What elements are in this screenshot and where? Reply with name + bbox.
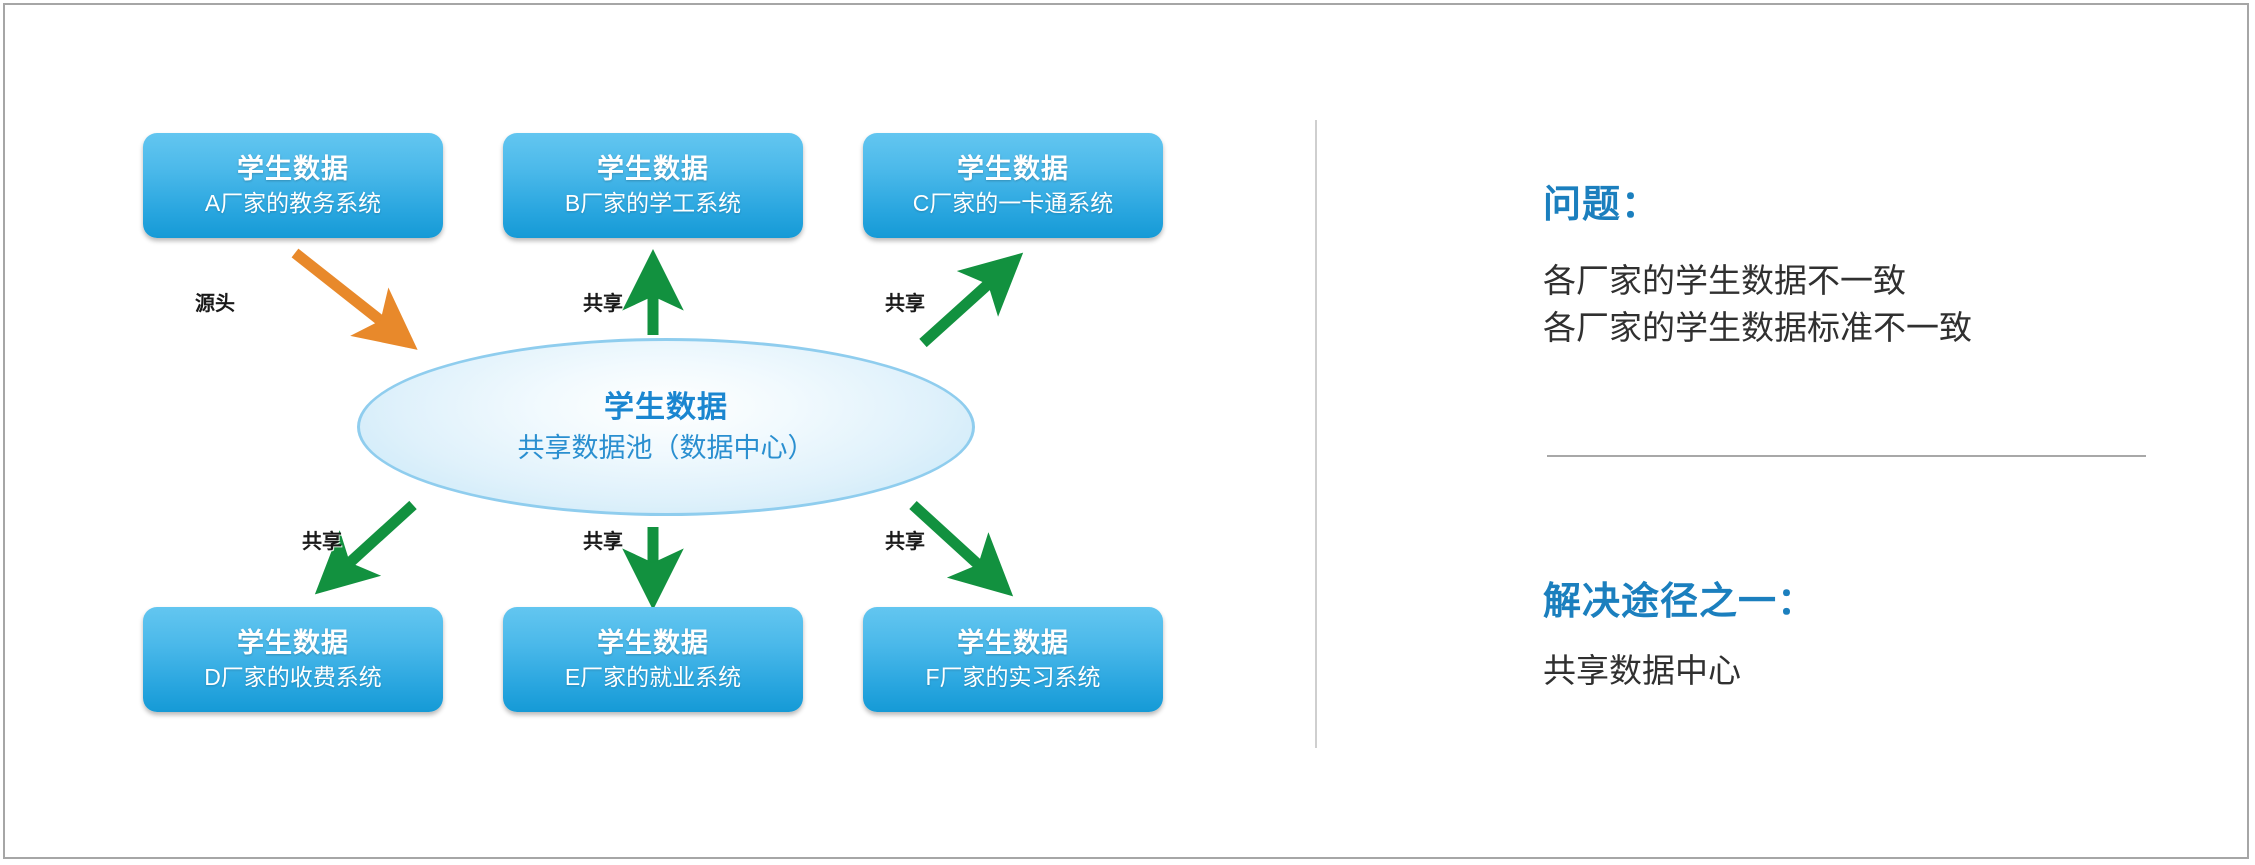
arrow-label-source-a: 源头 xyxy=(195,293,235,315)
arrow-label-share-b: 共享 xyxy=(583,293,623,315)
system-box-e-subtitle: E厂家的就业系统 xyxy=(564,663,742,690)
arrow-label-share-d: 共享 xyxy=(302,531,342,553)
system-box-f[interactable]: 学生数据 F厂家的实习系统 xyxy=(863,607,1163,712)
system-box-d-subtitle: D厂家的收费系统 xyxy=(204,663,382,690)
system-box-a-subtitle: A厂家的教务系统 xyxy=(204,189,382,216)
system-box-c[interactable]: 学生数据 C厂家的一卡通系统 xyxy=(863,133,1163,238)
arrow-source-a xyxy=(291,248,418,350)
system-box-e[interactable]: 学生数据 E厂家的就业系统 xyxy=(503,607,803,712)
system-box-a[interactable]: 学生数据 A厂家的教务系统 xyxy=(143,133,443,238)
shared-data-pool[interactable]: 学生数据 共享数据池（数据中心） xyxy=(357,338,975,516)
slide-canvas: 源头 共享 共享 共享 共享 共享 学生数据 A厂家的教务系统 学生数据 B厂家… xyxy=(3,3,2249,859)
problem-heading: 问题： xyxy=(1543,184,1661,226)
arrow-label-share-e: 共享 xyxy=(583,531,623,553)
panel-horizontal-divider xyxy=(1547,455,2146,457)
text-panel: 问题： 各厂家的学生数据不一致 各厂家的学生数据标准不一致 解决途径之一： 共享… xyxy=(1540,5,2200,861)
system-box-f-subtitle: F厂家的实习系统 xyxy=(925,663,1101,690)
shared-data-pool-subtitle: 共享数据池（数据中心） xyxy=(517,432,815,463)
system-box-c-title: 学生数据 xyxy=(957,153,1069,184)
solution-body: 共享数据中心 xyxy=(1543,652,1741,689)
system-box-d[interactable]: 学生数据 D厂家的收费系统 xyxy=(143,607,443,712)
arrow-share-f xyxy=(909,500,1014,597)
system-box-e-title: 学生数据 xyxy=(597,627,709,658)
system-box-b-title: 学生数据 xyxy=(597,153,709,184)
arrow-label-share-f: 共享 xyxy=(885,531,925,553)
system-box-d-title: 学生数据 xyxy=(237,627,349,658)
system-box-a-title: 学生数据 xyxy=(237,153,349,184)
system-box-b[interactable]: 学生数据 B厂家的学工系统 xyxy=(503,133,803,238)
arrow-share-c xyxy=(919,252,1024,348)
vertical-divider xyxy=(1315,120,1317,748)
system-box-b-subtitle: B厂家的学工系统 xyxy=(564,189,742,216)
arrow-label-share-c: 共享 xyxy=(885,293,925,315)
system-box-c-subtitle: C厂家的一卡通系统 xyxy=(912,189,1114,216)
problem-body: 各厂家的学生数据不一致 各厂家的学生数据标准不一致 xyxy=(1543,262,1972,346)
shared-data-pool-title: 学生数据 xyxy=(604,390,728,424)
system-box-f-title: 学生数据 xyxy=(957,627,1069,658)
solution-heading: 解决途径之一： xyxy=(1543,581,1817,623)
diagram-area: 源头 共享 共享 共享 共享 共享 学生数据 A厂家的教务系统 学生数据 B厂家… xyxy=(5,5,1315,861)
